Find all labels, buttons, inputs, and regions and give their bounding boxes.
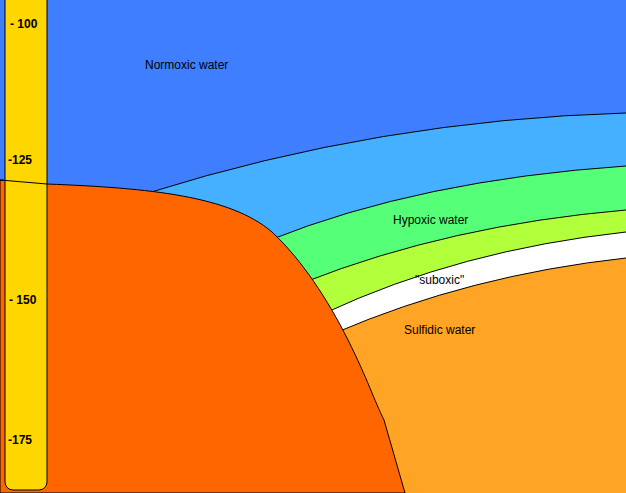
- water-zone: Sulfidic water: [404, 323, 475, 337]
- depth-label: -175: [8, 433, 32, 447]
- sediment-slope: [0, 180, 405, 493]
- zone-label: Hypoxic water: [393, 213, 468, 227]
- zone-label: Normoxic water: [145, 58, 228, 72]
- boundary-line: [335, 258, 626, 333]
- water-zone: Hypoxic water: [393, 213, 468, 227]
- water-zone: "suboxic": [415, 273, 464, 287]
- depth-label: - 150: [9, 293, 36, 307]
- water-zone: Normoxic water: [145, 58, 228, 72]
- zone-label: "suboxic": [415, 273, 464, 287]
- depth-label: -125: [8, 153, 32, 167]
- boundary-line: [325, 232, 626, 313]
- boundary-line: [270, 166, 626, 240]
- depth-label: - 100: [10, 17, 37, 31]
- zone-label: Sulfidic water: [404, 323, 475, 337]
- boundary-line: [305, 210, 626, 282]
- depth-scale-bar: [5, 0, 47, 490]
- boundary-line: [148, 113, 626, 193]
- sea-floor-line: [0, 180, 47, 184]
